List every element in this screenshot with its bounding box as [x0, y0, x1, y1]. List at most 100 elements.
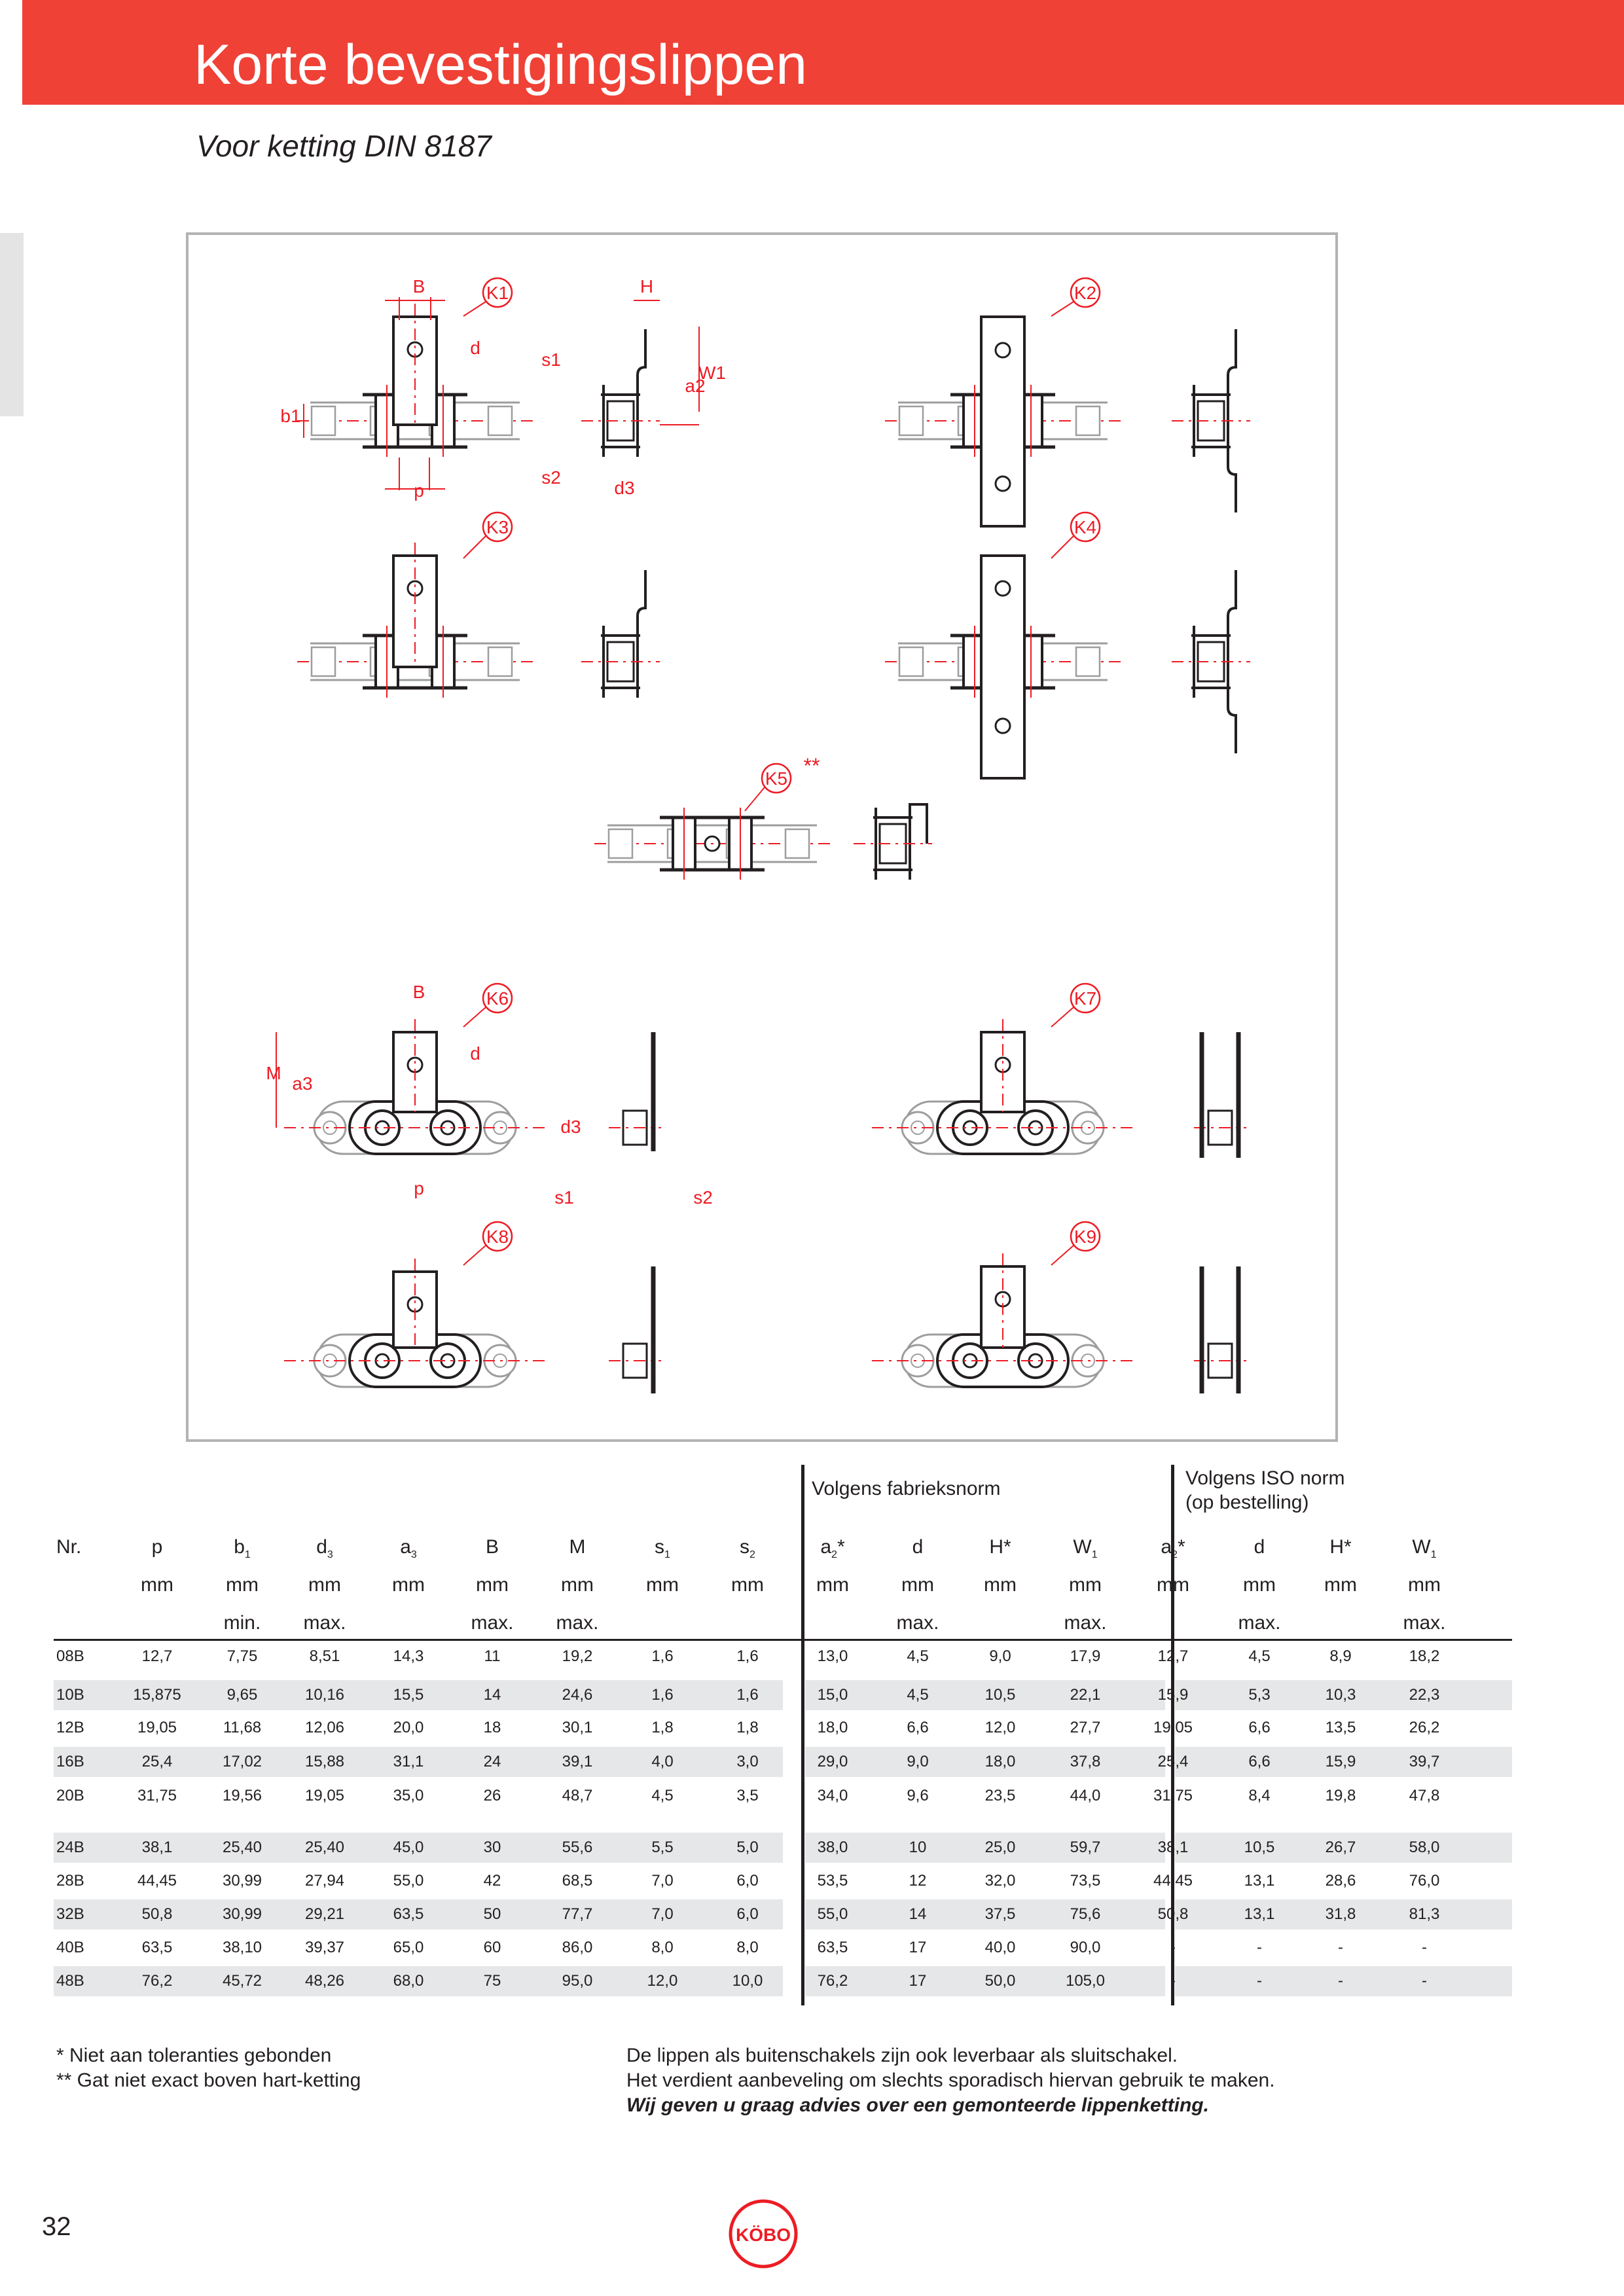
table-cell: 19,56	[222, 1787, 262, 1804]
table-cell: 8,4	[1248, 1787, 1271, 1804]
row-shade	[805, 1680, 1165, 1710]
note-advice: Wij geven u graag advies over een gemont…	[626, 2094, 1209, 2116]
table-cell: 13,0	[817, 1647, 848, 1665]
footnote-hole: ** Gat niet exact boven hart-ketting	[56, 2070, 361, 2091]
page-number: 32	[42, 2212, 71, 2241]
row-shade	[54, 1899, 783, 1929]
row-shade	[805, 1833, 1165, 1863]
table-cell: 68,5	[562, 1872, 593, 1890]
k5-double-asterisk: **	[804, 754, 820, 778]
table-cell: 19,2	[562, 1647, 593, 1665]
table-cell: -	[1257, 1972, 1262, 1990]
column-header: a3	[400, 1536, 417, 1560]
table-cell: 18	[483, 1719, 501, 1736]
table-cell: 5,5	[651, 1839, 674, 1856]
column-header: p	[151, 1536, 163, 1558]
table-cell: 7,0	[651, 1905, 674, 1923]
table-cell: 44,45	[1153, 1872, 1193, 1890]
dim-p-k6: p	[414, 1178, 424, 1198]
table-cell: 29,21	[304, 1905, 345, 1923]
page-title: Korte bevestigingslippen	[194, 33, 808, 96]
table-cell: 5,0	[736, 1839, 759, 1856]
variant-tag-k8	[482, 1221, 513, 1252]
table-cell: 5,3	[1248, 1686, 1271, 1704]
table-cell: 31,8	[1325, 1905, 1356, 1923]
column-header: b1	[234, 1536, 251, 1560]
table-cell: 4,5	[907, 1647, 929, 1665]
table-cell: 45,72	[222, 1972, 262, 1990]
table-cell: 8,0	[736, 1939, 759, 1956]
table-cell: 30,99	[222, 1905, 262, 1923]
variant-tag-k9	[1070, 1221, 1101, 1252]
table-cell: 60	[483, 1939, 501, 1956]
table-cell: 9,65	[226, 1686, 258, 1704]
dim-s2-k6: s2	[693, 1187, 713, 1208]
column-header: a2*	[1161, 1536, 1185, 1560]
table-cell: 1,6	[651, 1647, 674, 1665]
dim-b1: b1	[280, 406, 300, 426]
table-cell: 39,37	[304, 1939, 345, 1956]
table-cell: 12,06	[304, 1719, 345, 1736]
variant-label-k3: K3	[486, 517, 509, 537]
table-cell: 19,05	[304, 1787, 345, 1804]
table-cell: -	[1170, 1972, 1176, 1990]
table-cell: 29,0	[817, 1753, 848, 1770]
column-limit: max.	[1238, 1612, 1281, 1634]
column-header: s1	[655, 1536, 670, 1560]
dim-d: d	[470, 338, 480, 358]
table-cell: 77,7	[562, 1905, 593, 1923]
table-cell: 17,9	[1070, 1647, 1101, 1665]
header-rule	[54, 1639, 1512, 1641]
column-unit: mm	[646, 1574, 679, 1596]
table-cell: 95,0	[562, 1972, 593, 1990]
table-cell: 26,2	[1409, 1719, 1440, 1736]
table-cell: 76,0	[1409, 1872, 1440, 1890]
table-cell: 15,5	[393, 1686, 424, 1704]
table-cell: 9,0	[907, 1753, 929, 1770]
table-cell: 30	[483, 1839, 501, 1856]
variant-tag-k1	[482, 277, 513, 308]
column-limit: max.	[1403, 1612, 1446, 1634]
row-shade	[1175, 1680, 1512, 1710]
table-cell: 3,0	[736, 1753, 759, 1770]
table-cell: 1,6	[736, 1647, 759, 1665]
dim-b-k6: B	[413, 982, 425, 1002]
table-cell: 6,6	[907, 1719, 929, 1736]
row-shade	[805, 1747, 1165, 1777]
table-cell: 10B	[56, 1686, 84, 1704]
row-shade	[54, 1833, 783, 1863]
row-shade	[54, 1747, 783, 1777]
column-unit: mm	[816, 1574, 849, 1596]
table-cell: 4,5	[907, 1686, 929, 1704]
column-unit: mm	[1069, 1574, 1102, 1596]
table-cell: 19,05	[1153, 1719, 1193, 1736]
table-cell: 23,5	[984, 1787, 1016, 1804]
table-cell: 22,1	[1070, 1686, 1101, 1704]
dim-b: B	[413, 276, 425, 296]
group-divider-fabrieksnorm	[801, 1465, 804, 2005]
table-cell: 18,0	[984, 1753, 1016, 1770]
table-cell: 1,6	[736, 1686, 759, 1704]
table-cell: 28B	[56, 1872, 84, 1890]
dim-d-k6: d	[470, 1043, 480, 1064]
table-cell: 86,0	[562, 1939, 593, 1956]
column-header: d	[912, 1536, 924, 1558]
table-cell: 39,7	[1409, 1753, 1440, 1770]
table-cell: 4,5	[651, 1787, 674, 1804]
table-cell: 65,0	[393, 1939, 424, 1956]
column-limit: max.	[556, 1612, 599, 1634]
column-unit: mm	[561, 1574, 594, 1596]
note-closing-link: De lippen als buitenschakels zijn ook le…	[626, 2045, 1178, 2066]
table-cell: 6,6	[1248, 1719, 1271, 1736]
table-cell: 13,1	[1244, 1872, 1275, 1890]
row-shade	[54, 1966, 783, 1996]
table-cell: 75,6	[1070, 1905, 1101, 1923]
table-cell: 27,94	[304, 1872, 345, 1890]
group-heading-iso-1: Volgens ISO norm	[1185, 1467, 1345, 1489]
table-cell: 48,26	[304, 1972, 345, 1990]
table-cell: 15,9	[1325, 1753, 1356, 1770]
variant-tag-k6	[482, 982, 513, 1014]
table-cell: 6,6	[1248, 1753, 1271, 1770]
